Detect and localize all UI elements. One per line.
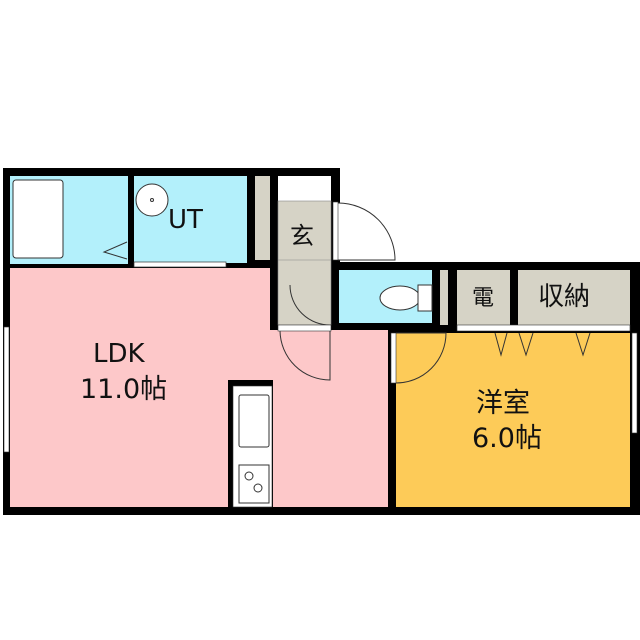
ldk-floor (10, 268, 388, 507)
sink-icon (238, 394, 270, 448)
entrance-floor (277, 200, 332, 326)
ldk-size: 11.0帖 (80, 374, 167, 405)
ut-label: UT (168, 205, 203, 235)
western-room-size: 6.0帖 (472, 423, 542, 454)
ldk-label: LDK (93, 339, 146, 369)
closet-strip (255, 176, 270, 260)
storage-closet (518, 270, 630, 325)
window-left (3, 326, 10, 453)
pipe-space (440, 270, 448, 325)
entrance-label: 玄 (290, 222, 314, 250)
ldk-door-swing (279, 330, 331, 381)
closet-door-markers (494, 332, 591, 357)
room-door-swing (395, 332, 447, 384)
western-room-label: 洋室 (476, 388, 530, 419)
bathtub (12, 179, 64, 259)
entrance-top (278, 176, 331, 201)
bath-door-marker (102, 241, 128, 260)
entrance-door-swing (337, 202, 396, 261)
window-right (631, 332, 638, 434)
toilet-icon (379, 285, 421, 311)
sliding-door (133, 261, 227, 268)
stove-icon (238, 464, 270, 504)
hall-door-swing (289, 284, 332, 326)
western-room-floor (396, 333, 630, 507)
washbasin-icon (135, 183, 169, 217)
storage-label: 収納 (538, 282, 590, 312)
electric-closet (457, 270, 510, 325)
electric-label: 電 (472, 286, 494, 311)
